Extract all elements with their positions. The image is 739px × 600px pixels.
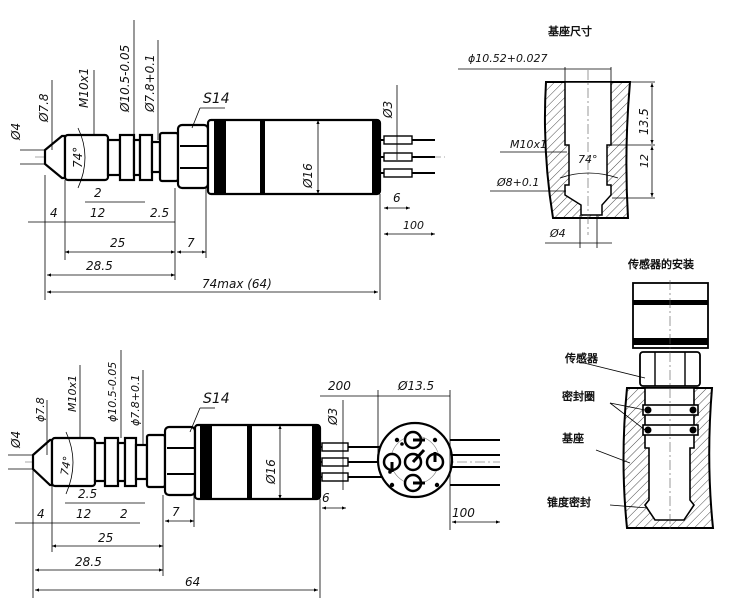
seat-title: 基座尺寸	[547, 24, 592, 38]
bottom-dim-100: 100	[452, 506, 475, 520]
dim-d105: Ø10.5-0.05	[118, 45, 132, 113]
bottom-dim-2-5: 2.5	[78, 487, 97, 501]
bottom-dim-s14: S14	[203, 391, 230, 407]
dim-angle: 74°	[71, 147, 85, 168]
dim-d4: Ø4	[9, 123, 23, 141]
install-label-base: 基座	[561, 431, 584, 445]
seat-section-drawing: 基座尺寸 ϕ10.52+0.027 13.5 12 M10x1 Ø8+0.1 Ø…	[458, 24, 655, 248]
install-label-sensor: 传感器	[564, 351, 599, 365]
seat-dim-12: 12	[638, 154, 651, 168]
install-label-taper-seal: 锥度密封	[547, 495, 591, 509]
seat-dim-d1052: ϕ10.52+0.027	[468, 52, 547, 65]
bottom-dim-2: 2	[120, 507, 128, 521]
bottom-dim-d4: Ø4	[9, 431, 23, 449]
bottom-dim-d135: Ø13.5	[397, 379, 434, 393]
bottom-dim-12: 12	[76, 507, 91, 521]
top-sensor-drawing: Ø4 Ø7.8 M10x1 Ø10.5-0.05 Ø7.8+0.1 74° 2 …	[9, 20, 445, 300]
bottom-dim-d78: ϕ7.8	[34, 397, 47, 422]
bottom-dim-angle: 74°	[58, 455, 74, 476]
bottom-dim-d3: Ø3	[326, 408, 340, 426]
bottom-dim-25: 25	[98, 531, 113, 545]
install-drawing: 传感器的安装 传感器 密封圈 基座 锥度密封	[547, 257, 715, 530]
bottom-sensor-drawing: Ø4 ϕ7.8 M10x1 ϕ10.5-0.05 ϕ7.8+0.1 74° 2.…	[8, 350, 500, 598]
dim-2: 2	[94, 186, 102, 200]
dim-7: 7	[187, 236, 195, 250]
dim-m10: M10x1	[77, 68, 91, 108]
dim-s14: S14	[203, 91, 230, 107]
bottom-dim-28-5: 28.5	[75, 555, 102, 569]
seat-dim-angle: 74°	[578, 153, 598, 166]
dim-d78: Ø7.8	[37, 93, 51, 123]
bottom-dim-d78p: ϕ7.8+0.1	[129, 375, 142, 426]
connector-face	[376, 421, 454, 499]
seat-dim-m10: M10x1	[510, 138, 547, 151]
seat-dim-d4: Ø4	[549, 227, 566, 240]
dim-28-5: 28.5	[86, 259, 113, 273]
dim-total: 74max (64)	[202, 277, 272, 291]
bottom-dim-4: 4	[37, 507, 45, 521]
bottom-dim-m10: M10x1	[66, 375, 79, 412]
bottom-dim-6: 6	[322, 491, 330, 505]
dim-2-5: 2.5	[150, 206, 169, 220]
seat-dim-13-5: 13.5	[637, 108, 651, 135]
dim-d3: Ø3	[381, 101, 395, 119]
dim-25: 25	[110, 236, 125, 250]
bottom-dim-7: 7	[172, 505, 180, 519]
bottom-dim-d16: Ø16	[264, 459, 278, 485]
dim-6: 6	[393, 191, 401, 205]
bottom-dim-d105: ϕ10.5-0.05	[106, 362, 119, 422]
dim-12: 12	[90, 206, 105, 220]
bottom-dim-200: 200	[328, 379, 351, 393]
dim-d16: Ø16	[301, 163, 315, 189]
bottom-dim-total: 64	[185, 575, 200, 589]
install-label-seal-ring: 密封圈	[562, 389, 595, 403]
seat-dim-d8: Ø8+0.1	[496, 176, 539, 189]
dim-d78p: Ø7.8+0.1	[143, 54, 157, 113]
dim-100: 100	[403, 219, 424, 232]
install-title: 传感器的安装	[627, 257, 694, 271]
dim-4: 4	[50, 206, 58, 220]
